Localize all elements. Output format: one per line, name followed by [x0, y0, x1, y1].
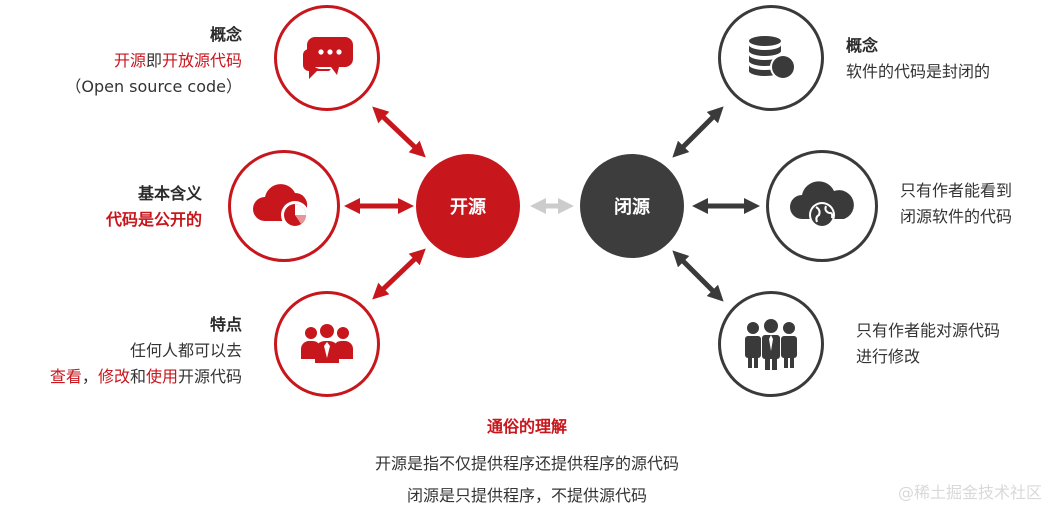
open-features-heading: 特点	[209, 315, 242, 334]
closed-concept-block: 概念 软件的代码是封闭的	[846, 33, 990, 85]
closed-concept-heading: 概念	[846, 36, 879, 55]
arrow-features-open	[372, 248, 426, 300]
closed-item2-line2: 闭源软件的代码	[900, 207, 1013, 226]
open-features-line2: 查看，修改和使用开源代码	[49, 367, 242, 386]
chat-bubbles-icon	[303, 37, 353, 79]
open-concept-block: 概念 开源即开放源代码 （Open source code）	[65, 22, 242, 100]
watermark: @稀土掘金技术社区	[897, 483, 1042, 502]
summary-line1: 开源是指不仅提供程序还提供程序的源代码	[374, 454, 679, 473]
closed-item2-line1: 只有作者能看到	[900, 181, 1013, 200]
closed-item2-block: 只有作者能看到 闭源软件的代码	[900, 178, 1012, 230]
open-concept-heading: 概念	[209, 25, 242, 44]
business-team-icon	[745, 319, 797, 370]
summary-line2: 闭源是只提供程序，不提供源代码	[406, 486, 647, 505]
closed-item3-line1: 只有作者能对源代码	[856, 321, 1001, 340]
open-source-hub-label: 开源	[450, 197, 486, 218]
closed-item3-line2: 进行修改	[856, 347, 921, 366]
summary-title: 通俗的理解	[486, 417, 567, 436]
closed-item3-icon-ring	[718, 291, 824, 397]
closed-source-hub: 闭源	[580, 154, 684, 258]
open-features-block: 特点 任何人都可以去 查看，修改和使用开源代码	[50, 312, 242, 390]
arrow-concept-open	[372, 106, 426, 158]
closed-item2-icon-ring	[766, 150, 878, 262]
cloud-globe-icon	[790, 181, 854, 228]
closed-item3-block: 只有作者能对源代码 进行修改	[856, 318, 1000, 370]
meaning-icon-ring	[228, 150, 340, 262]
open-concept-line1: 开源即开放源代码	[113, 51, 242, 70]
open-meaning-heading: 基本含义	[137, 184, 202, 203]
open-source-hub: 开源	[416, 154, 520, 258]
features-icon-ring	[274, 291, 380, 397]
closed-concept-line1: 软件的代码是封闭的	[846, 62, 991, 81]
open-features-line1: 任何人都可以去	[129, 341, 242, 360]
cloud-chart-icon	[253, 184, 309, 229]
people-group-icon	[301, 324, 353, 363]
arrow-closed-item3	[672, 250, 724, 302]
open-concept-line2: （Open source code）	[65, 77, 242, 96]
closed-source-hub-label: 闭源	[614, 197, 650, 218]
database-icon	[749, 36, 796, 80]
closed-concept-icon-ring	[718, 5, 824, 111]
arrow-closed-concept	[672, 106, 724, 158]
concept-icon-ring	[274, 5, 380, 111]
open-meaning-block: 基本含义 代码是公开的	[106, 181, 202, 233]
open-meaning-line1: 代码是公开的	[105, 210, 202, 229]
